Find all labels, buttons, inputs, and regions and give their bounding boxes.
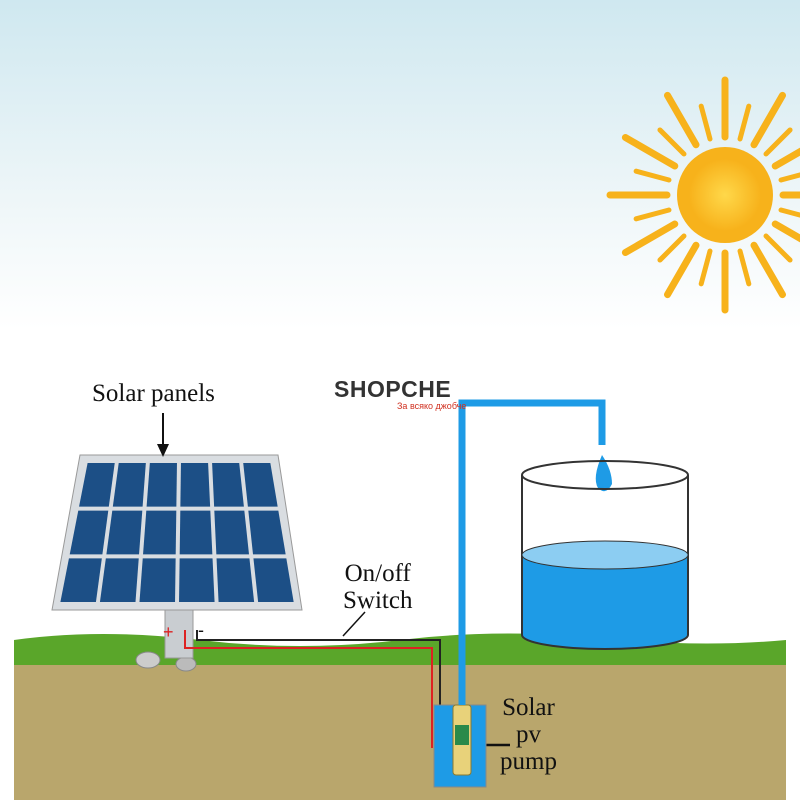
sun-ray: [657, 127, 687, 157]
soil: [14, 655, 786, 800]
watermark-tagline: За всяко джобче: [397, 401, 467, 411]
solar-panels-label: Solar panels: [92, 380, 215, 407]
sun-ray: [698, 103, 713, 142]
solar-cell: [143, 510, 177, 555]
solar-cell: [214, 510, 250, 555]
solar-cell: [106, 510, 143, 555]
pump-label-line3: pump: [500, 748, 557, 775]
sun-ray: [750, 241, 786, 299]
sun-ray: [750, 91, 786, 149]
sun-ray: [778, 172, 800, 183]
panel-pole: [164, 607, 194, 659]
solar-cell: [179, 558, 215, 602]
pump-label-band: [455, 725, 469, 745]
solar-cell: [79, 463, 115, 507]
sky: [0, 0, 800, 330]
solar-cell: [248, 510, 286, 555]
solar-cell: [112, 463, 146, 507]
watermark-logo: SHOPCHE: [334, 376, 452, 402]
switch-label-line2: Switch: [343, 587, 413, 614]
sun-ray: [763, 127, 793, 157]
sun-icon: [606, 76, 800, 314]
solar-cell: [179, 510, 213, 555]
solar-cell: [139, 558, 176, 602]
water-tank: [521, 460, 689, 650]
solar-cell: [60, 558, 102, 602]
water-pipe: [458, 399, 606, 705]
panel-arrowhead: [157, 444, 169, 457]
pump-label-line1: Solar: [502, 694, 555, 721]
switch-arrow: [342, 611, 366, 637]
plus-terminal: +: [163, 622, 174, 642]
solar-cell: [216, 558, 255, 602]
pump-label: Solar pv pump: [500, 694, 557, 775]
solar-cell: [243, 463, 278, 507]
solar-cell: [146, 463, 177, 507]
sun-ray: [664, 241, 700, 299]
sun-core: [689, 159, 761, 231]
minus-terminal: -: [198, 620, 204, 640]
solar-cell: [180, 463, 211, 507]
sun-ray: [657, 233, 687, 263]
solar-cell: [253, 558, 294, 602]
switch-label: On/off Switch: [343, 560, 412, 614]
solar-cell: [99, 558, 139, 602]
sun-ray: [621, 220, 679, 256]
rock: [175, 656, 197, 672]
sun-ray: [763, 233, 793, 263]
rock: [135, 651, 161, 669]
negative-wire: [196, 630, 441, 748]
water-drop: [595, 455, 612, 492]
sun-ray: [737, 103, 752, 142]
sun-ray: [621, 134, 679, 170]
switch-label-line1: On/off: [344, 560, 411, 587]
solar-panel: [51, 454, 303, 611]
solar-cell: [69, 510, 109, 555]
sun-ray: [633, 168, 672, 183]
sun-ray: [737, 248, 752, 287]
pump-label-line2: pv: [515, 721, 541, 748]
solar-cell: [212, 463, 244, 507]
sun-ray: [698, 248, 713, 287]
sun-ray: [633, 207, 672, 222]
sun-ray: [778, 207, 800, 218]
sun-ray: [664, 91, 700, 149]
positive-wire: [184, 630, 433, 748]
